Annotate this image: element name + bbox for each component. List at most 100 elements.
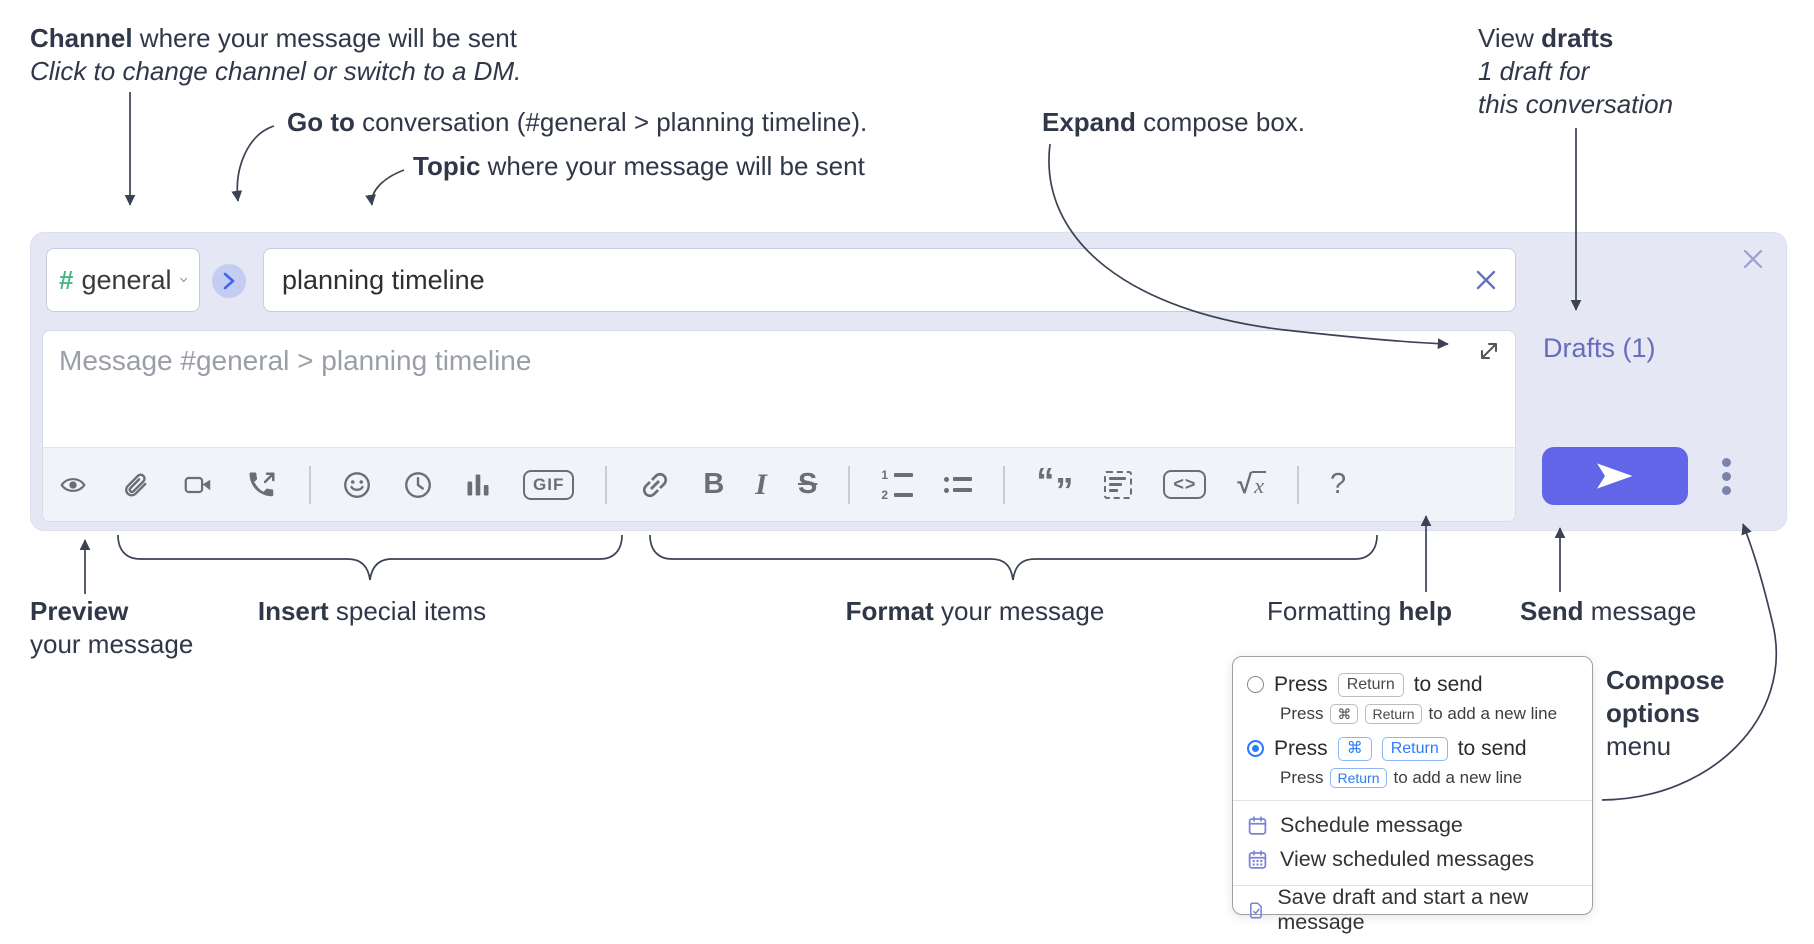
arrow-go-to: [231, 125, 275, 202]
annotation-format: Format your message: [825, 595, 1125, 628]
annotation-compose-options-line3: menu: [1606, 731, 1672, 761]
radio-unselected-icon[interactable]: [1247, 676, 1264, 693]
annotation-compose-options: Compose: [1606, 664, 1724, 697]
annotation-go-to-bold: Go to: [287, 107, 355, 137]
option2-sub-press: Press: [1280, 767, 1324, 787]
annotation-view-drafts: View drafts: [1478, 22, 1613, 55]
close-compose-icon[interactable]: [1738, 244, 1768, 274]
go-to-conversation-button[interactable]: [212, 264, 246, 298]
menu-option-return-to-send[interactable]: Press Return to send: [1233, 669, 1592, 700]
bulleted-list-row: [944, 476, 973, 482]
numbered-list-row: 2: [881, 487, 914, 502]
annotation-view-drafts-bold: drafts: [1541, 23, 1614, 53]
annotation-formatting-help-pre: Formatting: [1267, 596, 1399, 626]
time-button[interactable]: [403, 470, 433, 500]
annotation-format-rest: your message: [933, 596, 1105, 626]
smiley-icon: [344, 471, 370, 498]
bar-chart-icon: [467, 474, 489, 495]
channel-name: general: [81, 264, 172, 295]
menu-item-view-scheduled-label: View scheduled messages: [1280, 846, 1535, 871]
send-button[interactable]: [1542, 447, 1688, 505]
video-camera-icon: [184, 476, 211, 493]
option1-suffix: to send: [1413, 672, 1483, 696]
message-input[interactable]: [43, 331, 1515, 447]
annotation-view-drafts-line3: this conversation: [1478, 89, 1674, 119]
numbered-list-button[interactable]: 1 2: [881, 467, 914, 502]
annotation-channel-bold: Channel: [30, 23, 133, 53]
annotation-channel-rest: where your message will be sent: [132, 23, 517, 53]
code-button[interactable]: <>: [1163, 470, 1207, 499]
ellipsis-dot: [1721, 471, 1731, 481]
strikethrough-button[interactable]: S: [797, 468, 818, 500]
spoiler-line: [1109, 488, 1119, 492]
channel-hash-icon: #: [59, 264, 74, 295]
annotation-formatting-help: Formatting help: [1267, 595, 1452, 628]
bold-button[interactable]: B: [703, 468, 725, 500]
annotation-format-bold: Format: [845, 596, 934, 626]
compose-options-menu-button[interactable]: [1708, 447, 1744, 505]
annotation-compose-options-line2: options: [1606, 697, 1700, 730]
menu-option2-subtext: Press Return to add a new line: [1233, 764, 1592, 791]
spoiler-line: [1109, 482, 1123, 486]
numbered-list-2: 2: [881, 487, 889, 502]
menu-item-schedule-message[interactable]: Schedule message: [1233, 808, 1592, 842]
toolbar-separator: [309, 465, 311, 504]
kbd-return: Return: [1365, 703, 1422, 724]
menu-item-view-scheduled[interactable]: View scheduled messages: [1233, 842, 1592, 876]
option2-press: Press: [1274, 736, 1328, 760]
preview-button[interactable]: [57, 472, 89, 498]
italic-button[interactable]: I: [755, 467, 767, 501]
annotation-insert: Insert special items: [222, 595, 522, 628]
annotation-view-drafts-line2: 1 draft for: [1478, 56, 1590, 86]
option1-sub-suffix: to add a new line: [1428, 703, 1558, 723]
voice-call-button[interactable]: [246, 470, 278, 500]
link-icon: [643, 472, 668, 497]
calendar-icon: [1248, 815, 1267, 835]
draft-document-icon: [1250, 901, 1262, 919]
annotation-expand-bold: Expand: [1042, 107, 1136, 137]
paperclip-icon: [125, 473, 147, 496]
kbd-return-blue-small: Return: [1330, 767, 1387, 788]
emoji-button[interactable]: [342, 470, 372, 500]
menu-item-schedule-label: Schedule message: [1280, 812, 1463, 837]
quote-button[interactable]: “ ”: [1036, 462, 1073, 508]
menu-option-cmd-return-to-send[interactable]: Press ⌘ Return to send: [1233, 733, 1592, 764]
drafts-link[interactable]: Drafts (1): [1543, 333, 1656, 363]
list-bar: [953, 488, 973, 492]
menu-option1-subtext: Press ⌘ Return to add a new line: [1233, 700, 1592, 727]
option2-sub-suffix: to add a new line: [1393, 767, 1523, 787]
link-button[interactable]: [638, 468, 672, 502]
quote-open-glyph: “: [1036, 459, 1055, 501]
expand-compose-icon[interactable]: [1477, 339, 1501, 363]
attach-file-button[interactable]: [120, 470, 150, 500]
kbd-return-blue: Return: [1381, 736, 1448, 761]
video-call-button[interactable]: [181, 471, 215, 499]
list-bar: [894, 472, 914, 477]
toolbar-separator: [1296, 465, 1299, 504]
compose-options-menu: Press Return to send Press ⌘ Return to a…: [1232, 656, 1593, 934]
menu-item-save-draft[interactable]: Save draft and start a new message: [1233, 885, 1592, 934]
option2-suffix: to send: [1457, 736, 1527, 760]
toolbar-separator: [848, 465, 851, 504]
gif-button[interactable]: GIF: [523, 469, 575, 500]
spoiler-button[interactable]: [1104, 470, 1133, 499]
bulleted-list-button[interactable]: [944, 476, 973, 493]
topic-input[interactable]: [264, 264, 1469, 296]
close-icon: [1743, 249, 1763, 269]
poll-button[interactable]: [464, 471, 492, 499]
numbered-list-1: 1: [881, 467, 889, 482]
message-compose-area: GIF B I S 1 2 “ ”: [42, 330, 1516, 522]
annotation-send-rest: message: [1583, 596, 1697, 626]
math-x-glyph: x: [1252, 470, 1266, 498]
option1-sub-press: Press: [1280, 703, 1324, 723]
clear-topic-button[interactable]: [1469, 263, 1503, 297]
channel-selector[interactable]: # general: [46, 248, 200, 312]
annotation-send-bold: Send: [1520, 596, 1584, 626]
annotation-go-to-rest: conversation (#general > planning timeli…: [354, 107, 868, 137]
math-button[interactable]: √ x: [1237, 469, 1266, 500]
numbered-list-row: 1: [881, 467, 914, 482]
formatting-help-button[interactable]: ?: [1329, 468, 1347, 500]
menu-divider: [1233, 885, 1592, 886]
radio-selected-icon[interactable]: [1247, 740, 1264, 757]
